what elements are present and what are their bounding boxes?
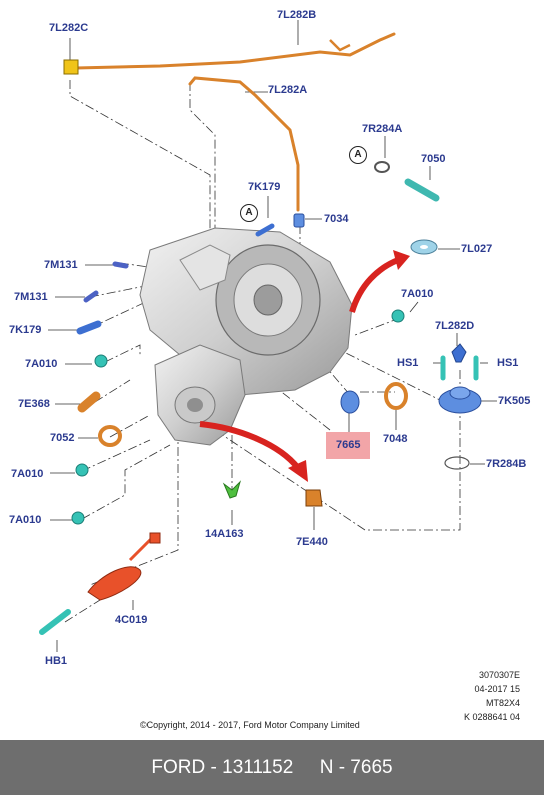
label-7665-highlighted[interactable]: 7665 <box>326 432 371 459</box>
cover-7K505-top <box>449 386 471 400</box>
label-4C019: 4C019 <box>115 614 148 626</box>
label-7E368: 7E368 <box>18 398 50 410</box>
bumper-7E440 <box>305 489 323 507</box>
callout-a-right: A <box>349 146 367 164</box>
seal-7048 <box>384 382 408 410</box>
label-7L027: 7L027 <box>461 243 493 255</box>
seal-7665 <box>340 390 360 414</box>
bolt-HB1 <box>39 609 71 635</box>
arrow-to-7L027 <box>349 257 400 313</box>
bolt-7050 <box>404 178 440 202</box>
bolt-7K179-left <box>76 320 102 335</box>
transmission-case <box>139 227 353 446</box>
label-7E440: 7E440 <box>296 536 328 548</box>
leader-lines <box>48 20 497 652</box>
plug-7A010-b <box>75 463 89 477</box>
exploded-parts-diagram <box>39 20 497 652</box>
footer-item-number: N - 7665 <box>319 756 393 778</box>
label-7L282B: 7L282B <box>277 9 317 21</box>
vent-fitting-7L282C <box>63 59 79 75</box>
label-HB1: HB1 <box>45 655 68 667</box>
oring-7R284B <box>444 456 470 470</box>
label-7M131-b: 7M131 <box>14 291 48 303</box>
breather-tube-7L282A <box>188 76 300 212</box>
label-HS1-left: HS1 <box>397 357 419 369</box>
label-7A010-right: 7A010 <box>401 288 434 300</box>
label-7L282D: 7L282D <box>435 320 475 332</box>
label-7L282C: 7L282C <box>49 22 89 34</box>
reference-line-2: 04-2017 15 <box>474 684 520 694</box>
label-7M131-a: 7M131 <box>44 259 78 271</box>
breather-7L282D <box>451 343 467 363</box>
label-7K179-top: 7K179 <box>248 181 281 193</box>
arrowhead-7E440 <box>288 460 308 482</box>
bolt-7M131-b <box>83 290 99 303</box>
footer-bar: FORD - 1311152 N - 7665 <box>0 740 544 795</box>
washer-7R284A <box>374 161 390 173</box>
copyright-notice: ©Copyright, 2014 - 2017, Ford Motor Comp… <box>140 720 360 730</box>
callout-a-center: A <box>240 204 258 222</box>
footer-part-number: FORD - 1311152 <box>151 756 294 778</box>
label-7034: 7034 <box>324 213 349 225</box>
label-7A010-c: 7A010 <box>9 514 42 526</box>
reference-line-3: MT82X4 <box>485 698 520 708</box>
pipe-clip <box>329 39 351 52</box>
reference-line-1: 3070307E <box>478 670 520 680</box>
plug-7A010-d <box>391 309 405 323</box>
arrowhead-7L027 <box>393 250 410 270</box>
vent-7E368 <box>77 391 101 413</box>
wiring-harness-4C019 <box>87 532 161 601</box>
reference-line-4: K 0288641 04 <box>463 712 520 722</box>
label-7R284B: 7R284B <box>486 458 527 470</box>
bolt-7K179-top <box>255 223 275 237</box>
sensor-14A163 <box>222 480 242 499</box>
arrow-to-7E440 <box>199 421 301 470</box>
label-7052: 7052 <box>50 432 75 444</box>
label-7R284A: 7R284A <box>362 123 403 135</box>
plug-7A010-a <box>94 354 108 368</box>
breather-pipe-7L282B <box>74 32 396 70</box>
washer-7L027-hole <box>420 245 428 249</box>
bolt-7M131-a <box>112 261 129 269</box>
stud-7034 <box>293 213 305 228</box>
label-7048: 7048 <box>383 433 408 445</box>
label-7050: 7050 <box>421 153 446 165</box>
label-7K179-left: 7K179 <box>9 324 42 336</box>
label-HS1-right: HS1 <box>497 357 519 369</box>
label-7A010-a: 7A010 <box>25 358 58 370</box>
washer-7052 <box>98 425 122 447</box>
label-7K505: 7K505 <box>498 395 531 407</box>
label-14A163: 14A163 <box>205 528 244 540</box>
reference-block: 3070307E 04-2017 15 MT82X4 K 0288641 04 <box>464 668 520 724</box>
label-7A010-b: 7A010 <box>11 468 44 480</box>
plug-7A010-c <box>71 511 85 525</box>
label-7L282A: 7L282A <box>268 84 308 96</box>
